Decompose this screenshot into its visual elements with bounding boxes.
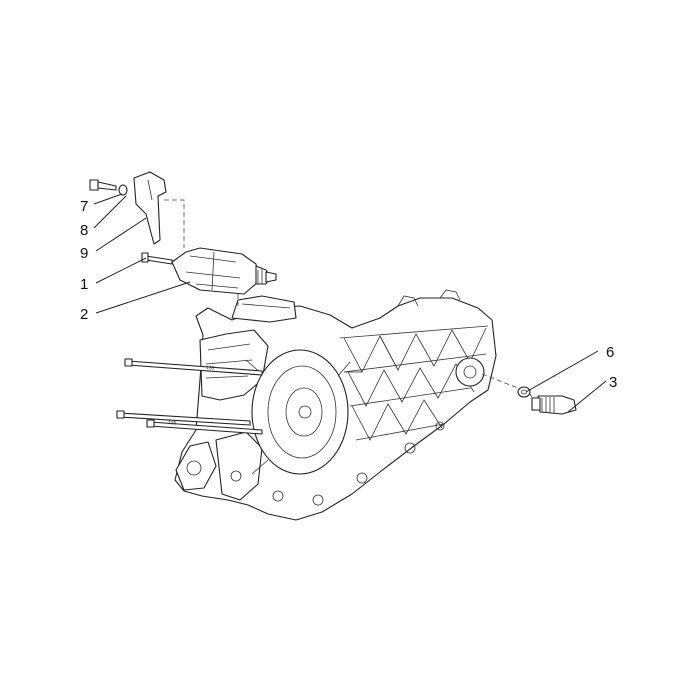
crankcase: [174, 289, 497, 521]
assembly-lines: [164, 199, 535, 401]
cylinder-studs: 135 135: [116, 358, 263, 435]
bolt-1: [141, 252, 173, 265]
callout-labels: 7 8 9 1 2 6 3: [80, 198, 617, 391]
plug-3: [531, 395, 577, 415]
bracket-9: [133, 171, 167, 245]
leader-lines: [93, 193, 607, 413]
callout-6: 6: [606, 344, 614, 361]
svg-text:135: 135: [168, 420, 177, 427]
callout-2: 2: [80, 306, 88, 323]
washer-6: [517, 386, 531, 398]
callout-8: 8: [80, 222, 88, 239]
washer-8: [118, 184, 128, 196]
svg-text:135: 135: [206, 365, 215, 372]
callout-9: 9: [80, 245, 88, 262]
starter-motor: [171, 247, 277, 295]
callout-1: 1: [80, 276, 88, 293]
callout-7: 7: [80, 198, 88, 215]
screw-7: [89, 179, 117, 191]
callout-3: 3: [609, 374, 617, 391]
